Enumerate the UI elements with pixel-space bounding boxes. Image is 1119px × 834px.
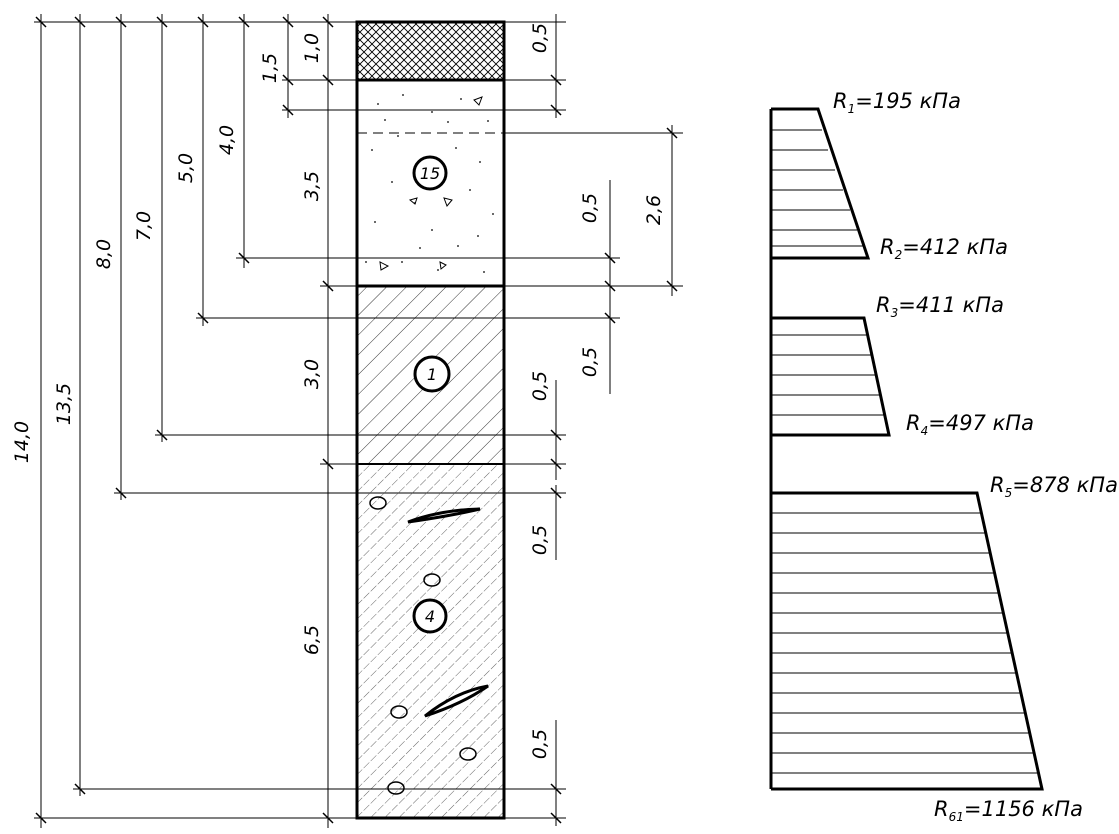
dim-13-5: 13,5 [53, 383, 75, 425]
right-dimension-ticks [550, 74, 678, 824]
right-dimension-lines [504, 14, 683, 826]
resistance-block-1 [771, 316, 891, 437]
resistance-block-4 [771, 491, 1044, 791]
dim-r-mid: 0,5 [579, 347, 601, 377]
dim-r-upper: 0,5 [579, 193, 601, 223]
soil-column: 15 1 4 [355, 20, 506, 820]
right-dimension-labels: 0,5 0,5 2,6 0,5 0,5 0,5 0,5 [529, 23, 665, 759]
layer-topsoil [357, 22, 504, 80]
soil-number-15: 15 [412, 155, 448, 191]
soil-number-1: 1 [413, 355, 451, 393]
resistance-label-r1: R1=195 кПа [833, 89, 961, 116]
resistance-hatching [771, 129, 1040, 774]
dim-r-top: 0,5 [529, 23, 551, 53]
layer-15-triangles [379, 96, 483, 271]
svg-text:15: 15 [420, 164, 440, 183]
resistance-label-r61: R61=1156 кПа [934, 797, 1083, 824]
left-dimension-ticks [35, 16, 334, 824]
left-dimension-labels: 14,0 13,5 8,0 7,0 5,0 4,0 1,5 1,0 3,5 3,… [11, 33, 323, 655]
resistance-label-r5: R5=878 кПа [990, 473, 1118, 500]
dim-r-layer1: 0,5 [529, 371, 551, 401]
dim-5-0: 5,0 [175, 153, 197, 183]
dim-1-0: 1,0 [301, 33, 323, 63]
dim-8-0: 8,0 [93, 239, 115, 269]
resistance-diagram: R1=195 кПа R2=412 кПа R3=411 кПа R4=497 … [769, 89, 1118, 824]
dim-1-5: 1,5 [259, 53, 281, 83]
dim-14-0: 14,0 [11, 421, 33, 463]
dim-r-bottom: 0,5 [529, 729, 551, 759]
dim-3-0: 3,0 [301, 359, 323, 389]
dim-6-5: 6,5 [301, 625, 323, 655]
resistance-label-r3: R3=411 кПа [876, 293, 1004, 320]
left-dimension-lines [34, 14, 620, 828]
layer-4-inclusions [369, 496, 489, 795]
dim-r-layer4: 0,5 [529, 525, 551, 555]
dim-7-0: 7,0 [133, 211, 155, 241]
layer-4 [357, 464, 504, 818]
resistance-block-15 [771, 107, 871, 260]
resistance-label-r4: R4=497 кПа [906, 411, 1034, 438]
svg-text:4: 4 [425, 607, 435, 626]
svg-text:1: 1 [427, 365, 437, 384]
soil-number-4: 4 [412, 598, 448, 634]
dim-3-5: 3,5 [301, 171, 323, 201]
resistance-label-r2: R2=412 кПа [880, 235, 1008, 262]
dim-r-2-6: 2,6 [643, 195, 665, 225]
layer-15-dots [365, 94, 494, 273]
dim-4-0: 4,0 [216, 125, 238, 155]
